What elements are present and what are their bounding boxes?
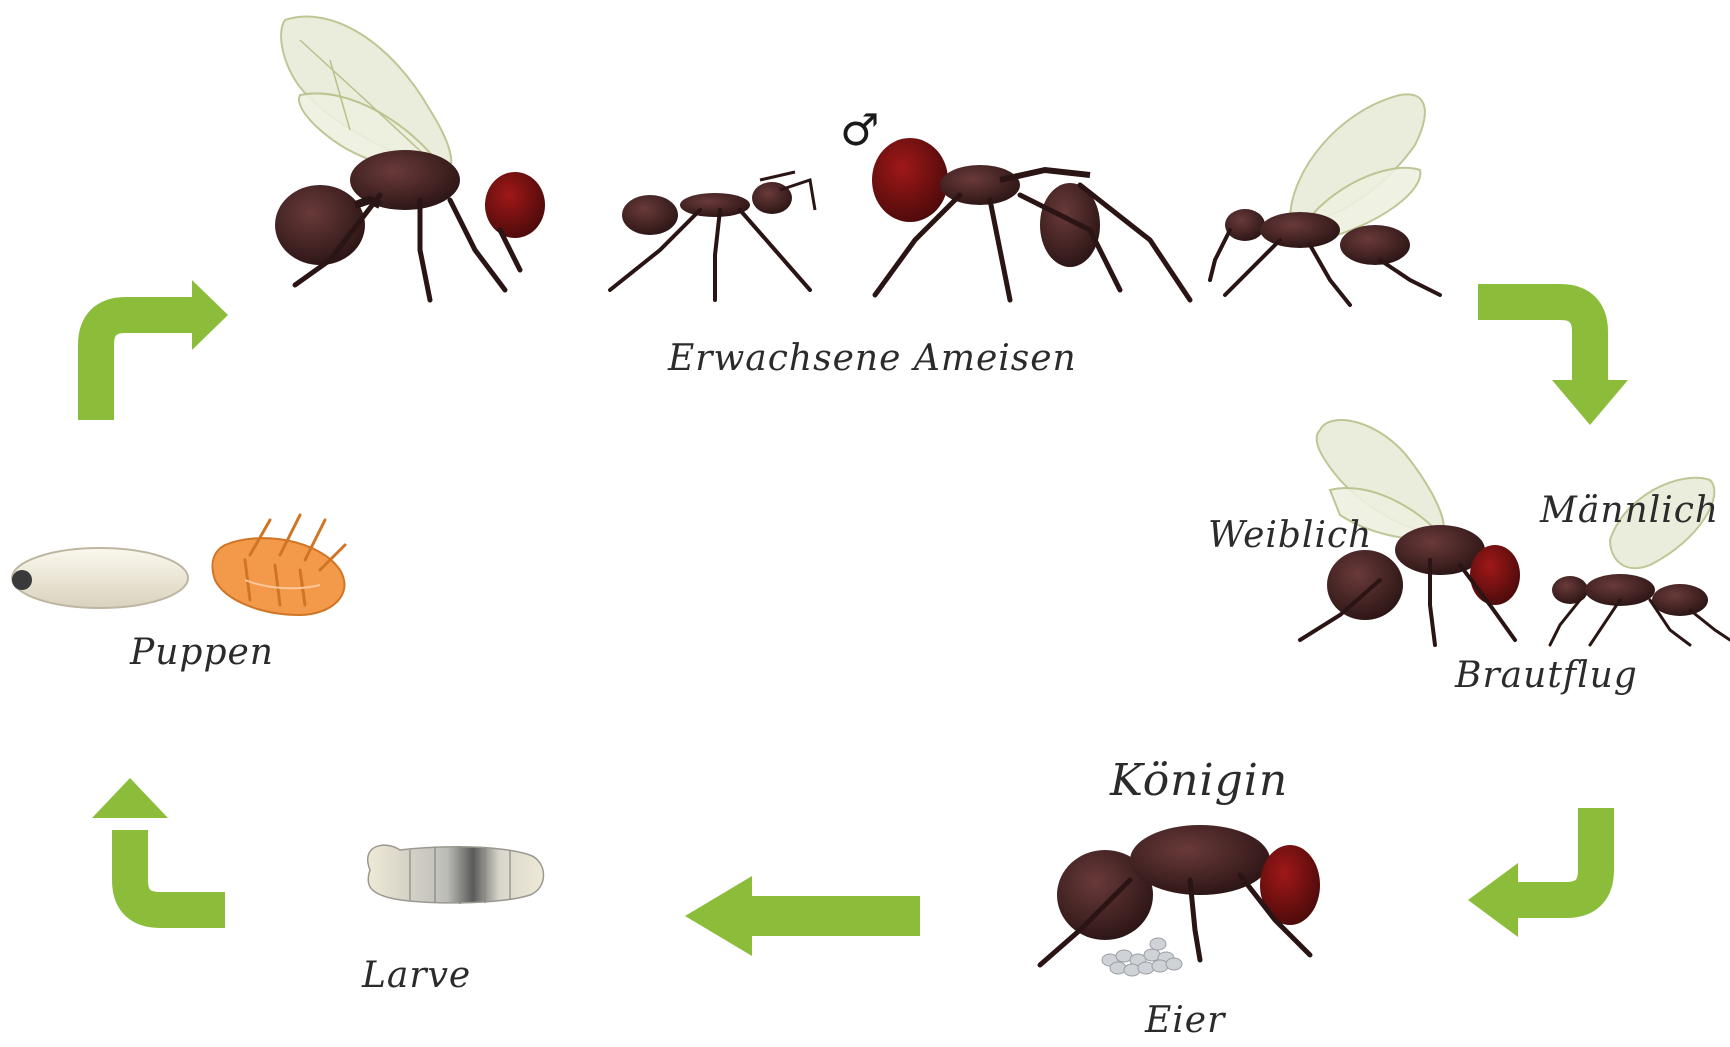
queen-ant-icon [1040,825,1320,965]
ant-winged-male-icon [1210,94,1440,305]
label-pupae: Puppen [130,632,274,673]
arrow-icon [96,315,195,420]
label-queen: Königin [1110,755,1288,806]
arrow-icon [1515,808,1596,900]
ant-winged-female-icon [275,17,545,300]
ant-worker-icon [610,172,815,300]
label-larva: Larve [362,955,471,996]
arrow-icon [1478,302,1590,385]
arrow-icon [685,876,752,956]
label-adult-ants: Erwachsene Ameisen [668,338,1077,379]
label-eggs: Eier [1145,1000,1225,1041]
arrow-icon [750,896,920,936]
ant-soldier-icon [872,138,1190,300]
arrow-icon [1552,380,1628,425]
label-male: Männlich [1540,490,1719,531]
pupa-icon [212,515,345,615]
cocoon-icon [12,548,188,608]
arrow-icon [92,778,168,818]
larva-icon [368,845,544,904]
label-nuptial-flight: Brautflug [1455,655,1638,696]
label-female: Weiblich [1208,515,1372,556]
male-symbol: ♂ [840,105,879,156]
arrow-icon [130,830,225,910]
egg-cluster-icon [1102,938,1182,976]
arrow-icon [192,280,228,350]
arrow-icon [1468,863,1518,937]
